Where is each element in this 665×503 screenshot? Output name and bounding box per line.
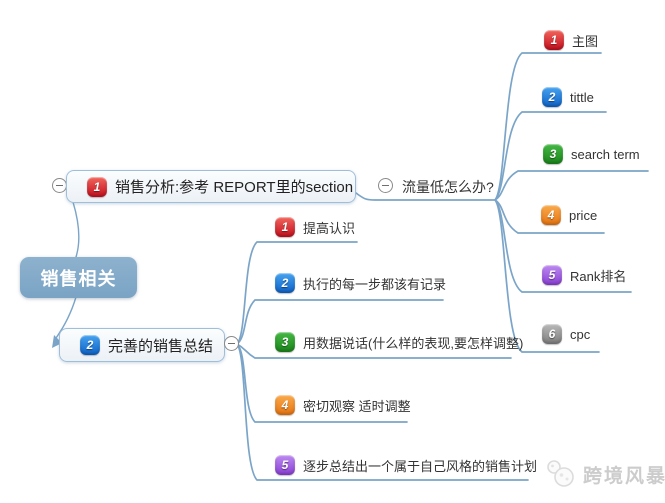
watermark: 跨境风暴: [543, 456, 665, 492]
priority-1-icon: 1: [87, 176, 107, 197]
node-low-traffic-question[interactable]: 流量低怎么办?: [402, 179, 494, 195]
node-label: price: [569, 207, 598, 223]
node-sales-summary[interactable]: 2 完善的销售总结: [59, 328, 225, 362]
node-cpc[interactable]: 6 cpc: [542, 324, 590, 344]
wire-main-image: [494, 52, 602, 201]
collapse-toggle-question[interactable]: [378, 178, 393, 193]
node-label: 销售分析:参考 REPORT里的section: [115, 179, 354, 196]
priority-4-icon: 4: [275, 395, 295, 415]
node-label: 主图: [572, 33, 599, 49]
node-data-talk[interactable]: 3 用数据说话(什么样的表现,要怎样调整): [275, 332, 523, 352]
priority-1-icon: 1: [275, 217, 295, 237]
node-label: 密切观察 适时调整: [303, 398, 411, 414]
node-label: Rank排名: [570, 268, 627, 284]
node-label: 提高认识: [303, 220, 356, 236]
wire-search-term: [494, 170, 649, 201]
node-tittle[interactable]: 2 tittle: [542, 87, 594, 107]
priority-2-icon: 2: [542, 87, 562, 107]
node-label: 用数据说话(什么样的表现,要怎样调整): [303, 335, 524, 351]
node-label: tittle: [570, 89, 594, 105]
node-sales-analysis[interactable]: 1 销售分析:参考 REPORT里的section: [66, 170, 356, 203]
priority-5-icon: 5: [542, 265, 562, 285]
priority-3-icon: 3: [275, 332, 295, 352]
node-rank[interactable]: 5 Rank排名: [542, 265, 626, 285]
node-observe-adjust[interactable]: 4 密切观察 适时调整: [275, 395, 411, 415]
root-node-label: 销售相关: [40, 268, 117, 289]
node-label: cpc: [570, 326, 591, 342]
minus-icon: [228, 343, 235, 344]
node-label: 完善的销售总结: [108, 337, 214, 355]
node-label: 执行的每一步都该有记录: [303, 276, 447, 292]
root-to-branch1-line: [72, 201, 80, 258]
priority-1-icon: 1: [544, 30, 564, 50]
root-node-sales[interactable]: 销售相关: [20, 257, 137, 298]
node-label: 逐步总结出一个属于自己风格的销售计划: [303, 458, 538, 474]
node-search-term[interactable]: 3 search term: [543, 144, 640, 164]
node-label: search term: [571, 146, 640, 162]
node-own-sales-plan[interactable]: 5 逐步总结出一个属于自己风格的销售计划: [275, 455, 537, 475]
priority-5-icon: 5: [275, 455, 295, 475]
priority-3-icon: 3: [543, 144, 563, 164]
node-price[interactable]: 4 price: [541, 205, 597, 225]
watermark-logo-icon: [547, 460, 574, 487]
collapse-toggle-branch1[interactable]: [52, 178, 67, 193]
watermark-label: 跨境风暴: [583, 465, 665, 487]
node-main-image[interactable]: 1 主图: [544, 30, 598, 50]
priority-6-icon: 6: [542, 324, 562, 344]
node-raise-awareness[interactable]: 1 提高认识: [275, 217, 355, 237]
minus-icon: [56, 185, 63, 186]
wire-raise-awareness: [236, 241, 358, 345]
priority-2-icon: 2: [275, 273, 295, 293]
collapse-toggle-branch2[interactable]: [224, 336, 239, 351]
node-record-every-step[interactable]: 2 执行的每一步都该有记录: [275, 273, 446, 293]
priority-4-icon: 4: [541, 205, 561, 225]
priority-2-icon: 2: [80, 335, 100, 355]
minus-icon: [382, 185, 389, 186]
